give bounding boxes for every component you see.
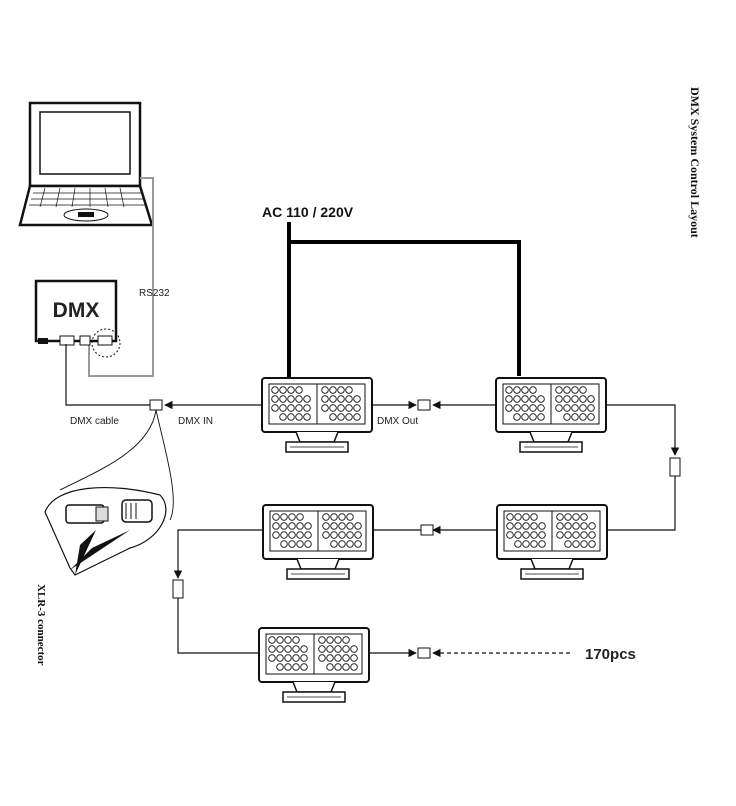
diagram-title: DMX System Control Layout bbox=[688, 87, 702, 238]
xlr-connector-pair bbox=[44, 487, 167, 576]
fixture-5 bbox=[258, 627, 370, 703]
dmx-cable bbox=[65, 344, 150, 406]
fixture-4 bbox=[496, 504, 608, 580]
left-link-a bbox=[173, 529, 263, 579]
power-label: AC 110 / 220V bbox=[262, 204, 354, 220]
dmx-in-label: DMX IN bbox=[178, 416, 213, 427]
rs232-label: RS232 bbox=[139, 288, 170, 299]
fixture-3 bbox=[262, 504, 374, 580]
fixture-1 bbox=[261, 377, 373, 453]
rs232-cable bbox=[88, 177, 154, 377]
dmx-cable-label: DMX cable bbox=[70, 416, 119, 427]
magnifier-lines bbox=[59, 409, 174, 521]
row2-connector bbox=[420, 524, 434, 536]
fixture-2 bbox=[495, 377, 607, 453]
dmx-in-connector bbox=[149, 399, 163, 411]
row1-connector bbox=[417, 399, 431, 411]
right-link-a bbox=[606, 404, 680, 456]
right-connector bbox=[669, 457, 681, 477]
dmx-controller: DMX bbox=[34, 279, 121, 358]
left-connector bbox=[172, 579, 184, 599]
right-link-b bbox=[607, 476, 676, 531]
dmx-out-label: DMX Out bbox=[377, 416, 418, 427]
laptop bbox=[18, 101, 154, 227]
fixture-count-label: 170pcs bbox=[585, 646, 636, 663]
xlr-connector-label: XLR-3 connector bbox=[35, 584, 47, 666]
power-cable bbox=[287, 222, 521, 378]
left-link-b bbox=[177, 598, 259, 654]
row3-connector bbox=[417, 647, 431, 659]
dmx-controller-label: DMX bbox=[53, 299, 100, 322]
